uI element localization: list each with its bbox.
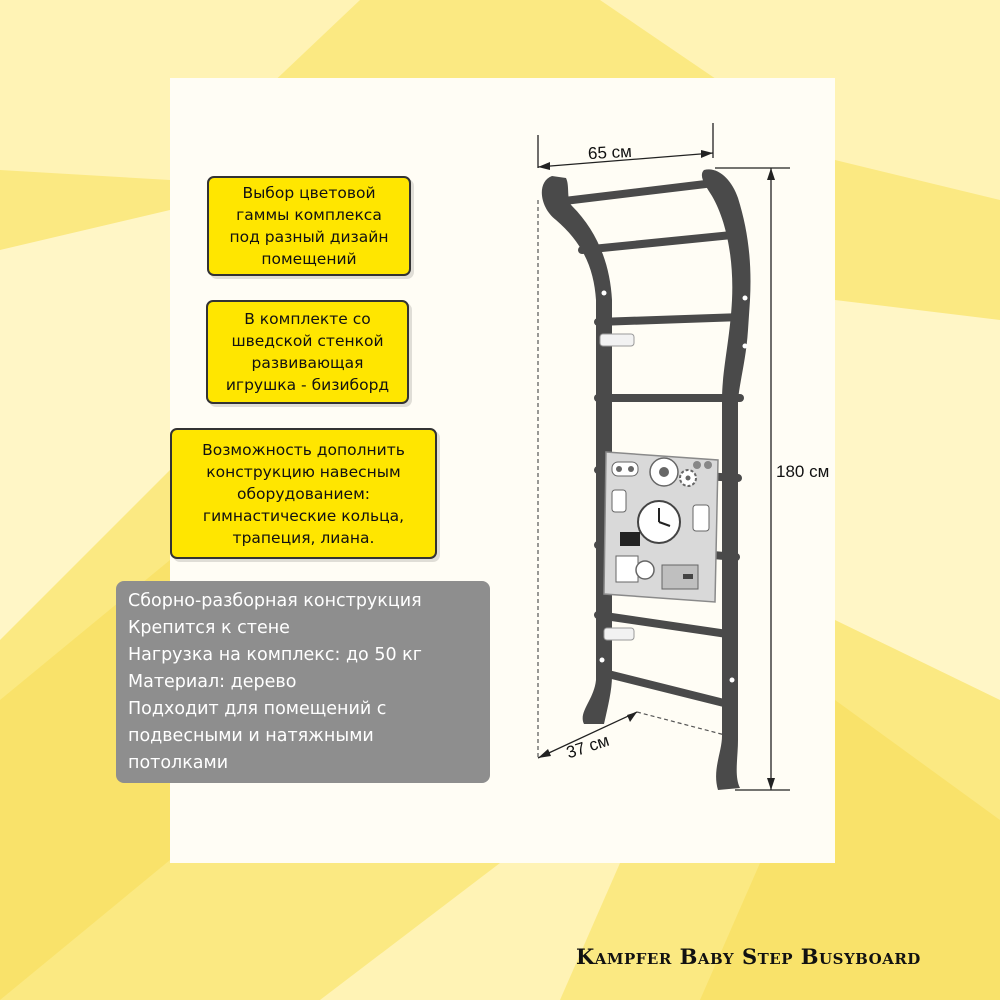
height-dimension: 180 см (776, 462, 830, 481)
spec-line: Крепится к стене (128, 618, 290, 638)
feature-box-color-choice: Выбор цветовой гаммы комплекса под разны… (207, 176, 411, 276)
gear-icon (679, 469, 697, 487)
spec-line: Подходит для помещений с (128, 699, 387, 719)
feature-line: трапеция, лиана. (232, 528, 375, 547)
feature-line: Выбор цветовой (242, 184, 376, 202)
feature-box-busyboard: В комплекте со шведской стенкой развиваю… (206, 300, 409, 404)
feature-line: развивающая (251, 354, 364, 372)
feature-line: конструкцию навесным (206, 462, 401, 481)
feature-line: гимнастические кольца, (202, 506, 405, 525)
feature-line: оборудованием: (236, 484, 371, 503)
brand-title: Kampfer Baby Step Busyboard (576, 944, 921, 969)
spec-line: потолками (128, 753, 229, 773)
clock-icon (637, 500, 681, 544)
feature-box-extra-equipment: Возможность дополнить конструкцию навесн… (170, 428, 437, 559)
spec-line: Материал: дерево (128, 672, 297, 692)
feature-line: помещений (261, 250, 357, 268)
feature-line: гаммы комплекса (236, 206, 382, 224)
spec-line: Нагрузка на комплекс: до 50 кг (128, 645, 422, 665)
spec-line: подвесными и натяжными (128, 726, 374, 746)
spec-line: Сборно-разборная конструкция (128, 591, 422, 611)
specs-box: Сборно-разборная конструкция Крепится к … (116, 581, 490, 783)
width-dimension: 65 см (587, 141, 633, 164)
feature-line: шведской стенкой (231, 332, 384, 350)
busyboard-icon (603, 451, 719, 603)
feature-line: Возможность дополнить (202, 440, 405, 459)
feature-line: В комплекте со (244, 310, 371, 328)
feature-line: под разный дизайн (229, 228, 389, 246)
feature-line: игрушка - бизиборд (225, 376, 390, 394)
